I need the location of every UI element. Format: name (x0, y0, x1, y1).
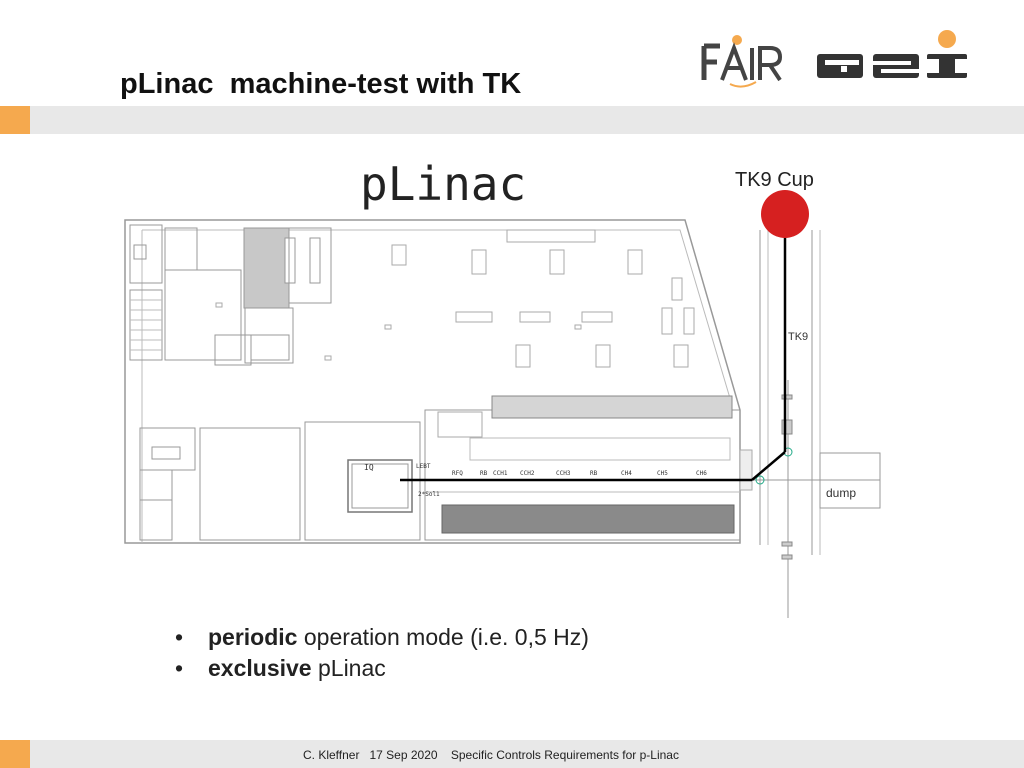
accent-block-bottom (0, 740, 30, 768)
section-label-1: RB (480, 470, 488, 477)
fair-logo-dot (732, 35, 742, 45)
bullet-bold: periodic (208, 624, 298, 650)
iq-label: IQ (364, 463, 374, 472)
iq-box (347, 459, 413, 513)
lebt-label: LEBT (416, 463, 431, 470)
diagram-heading: pLinac (360, 157, 526, 211)
bullet-bold: exclusive (208, 655, 312, 681)
bullet-dot: • (175, 655, 184, 681)
tk9-cup-label: TK9 Cup (735, 169, 814, 191)
footer-text: C. Kleffner 17 Sep 2020 Specific Control… (303, 748, 679, 762)
bullet-text: pLinac (311, 655, 386, 681)
beam-path-diagonal (751, 451, 786, 481)
accent-block-top (0, 106, 30, 134)
sol-label: 2*Sol1 (418, 491, 440, 498)
gsi-logo-dot (938, 30, 956, 48)
plinac-floor-plan: pLinac IQ (124, 157, 881, 618)
slide-title: pLinac machine-test with TK (120, 68, 522, 100)
fair-logo (701, 35, 783, 88)
header-band (30, 106, 1024, 134)
gsi-logo (817, 30, 967, 78)
footer-band (30, 740, 1024, 768)
bullet-list: • periodic operation mode (i.e. 0,5 Hz) … (175, 622, 589, 684)
bullet-dot: • (175, 624, 184, 650)
tk9-cup-marker (761, 190, 809, 238)
dump-box (819, 452, 881, 509)
tk9-line-label: TK9 (788, 331, 808, 343)
section-label-0: RFQ (452, 470, 463, 477)
section-label-4: CCH3 (556, 470, 571, 477)
dump-label: dump (826, 486, 856, 500)
section-label-5: RB (590, 470, 598, 477)
section-label-7: CH5 (657, 470, 668, 477)
section-label-6: CH4 (621, 470, 632, 477)
section-label-2: CCH1 (493, 470, 508, 477)
section-label-3: CCH2 (520, 470, 535, 477)
gray-room (243, 227, 290, 309)
bullet-item: • periodic operation mode (i.e. 0,5 Hz) (175, 622, 589, 653)
bullet-item: • exclusive pLinac (175, 653, 589, 684)
section-label-8: CH6 (696, 470, 707, 477)
bullet-text: operation mode (i.e. 0,5 Hz) (297, 624, 589, 650)
shielding-block (441, 504, 735, 534)
